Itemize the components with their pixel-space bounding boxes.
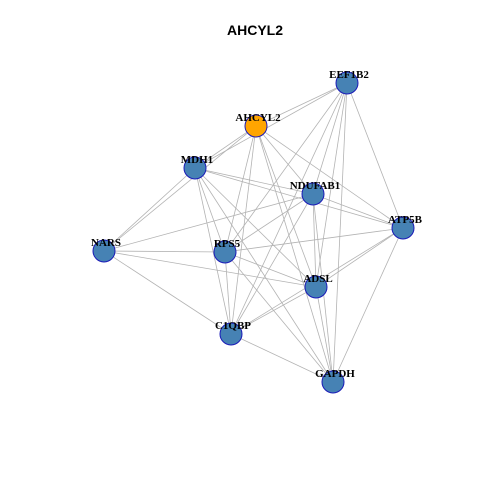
node-atp5b: ATP5B — [388, 214, 423, 240]
node-circle — [304, 275, 328, 299]
edge-ahcyl2-gapdh — [255, 125, 334, 383]
node-label: GAPDH — [315, 368, 355, 380]
node-circle — [321, 370, 345, 394]
edge-c1qbp-gapdh — [230, 333, 334, 383]
edge-ahcyl2-ndufab1 — [255, 125, 314, 195]
node-circle — [183, 156, 207, 180]
edge-eef1b2-adsl — [315, 82, 348, 288]
node-circle — [301, 182, 325, 206]
edge-ahcyl2-rps5 — [224, 125, 257, 253]
edge-ndufab1-adsl — [312, 193, 317, 288]
node-label: C1QBP — [215, 320, 251, 332]
node-circle — [244, 114, 268, 138]
edge-nars-adsl — [103, 250, 317, 288]
edge-atp5b-gapdh — [332, 227, 404, 383]
edge-ndufab1-atp5b — [312, 193, 404, 229]
edge-mdh1-rps5 — [194, 167, 226, 253]
edge-mdh1-nars — [103, 167, 196, 252]
edge-ahcyl2-mdh1 — [194, 125, 257, 169]
edge-mdh1-adsl — [194, 167, 317, 288]
node-ndufab1: NDUFAB1 — [290, 180, 341, 206]
edge-atp5b-rps5 — [224, 227, 404, 253]
edge-ndufab1-rps5 — [224, 193, 314, 253]
edge-rps5-adsl — [224, 251, 317, 288]
node-c1qbp: C1QBP — [215, 320, 251, 346]
edge-eef1b2-c1qbp — [230, 82, 348, 335]
node-label: MDH1 — [181, 154, 213, 166]
node-circle — [219, 322, 243, 346]
node-label: ATP5B — [388, 214, 423, 226]
node-mdh1: MDH1 — [181, 154, 213, 180]
node-circle — [335, 71, 359, 95]
edge-nars-c1qbp — [103, 250, 232, 335]
node-eef1b2: EEF1B2 — [329, 69, 369, 95]
edge-eef1b2-mdh1 — [194, 82, 348, 169]
edge-ndufab1-nars — [103, 193, 314, 252]
edge-ndufab1-c1qbp — [230, 193, 314, 335]
edge-layer — [103, 82, 404, 383]
edge-ahcyl2-c1qbp — [230, 125, 257, 335]
node-label: AHCYL2 — [235, 112, 281, 124]
node-nars: NARS — [91, 237, 121, 263]
node-circle — [391, 216, 415, 240]
edge-rps5-gapdh — [224, 251, 334, 383]
node-label: RPS5 — [214, 238, 241, 250]
node-gapdh: GAPDH — [315, 368, 355, 394]
edge-mdh1-gapdh — [194, 167, 334, 383]
edge-mdh1-ndufab1 — [194, 167, 314, 195]
node-label: NDUFAB1 — [290, 180, 341, 192]
edge-mdh1-c1qbp — [194, 167, 232, 335]
edge-ahcyl2-nars — [103, 125, 257, 252]
node-adsl: ADSL — [303, 273, 333, 299]
edge-ahcyl2-atp5b — [255, 125, 404, 229]
node-label: NARS — [91, 237, 121, 249]
edge-eef1b2-rps5 — [224, 82, 348, 253]
edge-eef1b2-gapdh — [332, 82, 348, 383]
edge-eef1b2-atp5b — [346, 82, 404, 229]
node-circle — [213, 240, 237, 264]
diagram-title: AHCYL2 — [227, 22, 283, 38]
edge-ahcyl2-eef1b2 — [255, 82, 348, 127]
edge-adsl-c1qbp — [230, 286, 317, 335]
edge-atp5b-adsl — [315, 227, 404, 288]
node-rps5: RPS5 — [213, 238, 241, 264]
edge-ahcyl2-adsl — [255, 125, 317, 288]
edge-rps5-c1qbp — [224, 251, 232, 335]
edge-adsl-gapdh — [315, 286, 334, 383]
node-ahcyl2: AHCYL2 — [235, 112, 281, 138]
edge-nars-rps5 — [103, 250, 226, 253]
node-label: EEF1B2 — [329, 69, 369, 81]
edge-eef1b2-ndufab1 — [312, 82, 348, 195]
node-circle — [92, 239, 116, 263]
node-label: ADSL — [303, 273, 332, 285]
